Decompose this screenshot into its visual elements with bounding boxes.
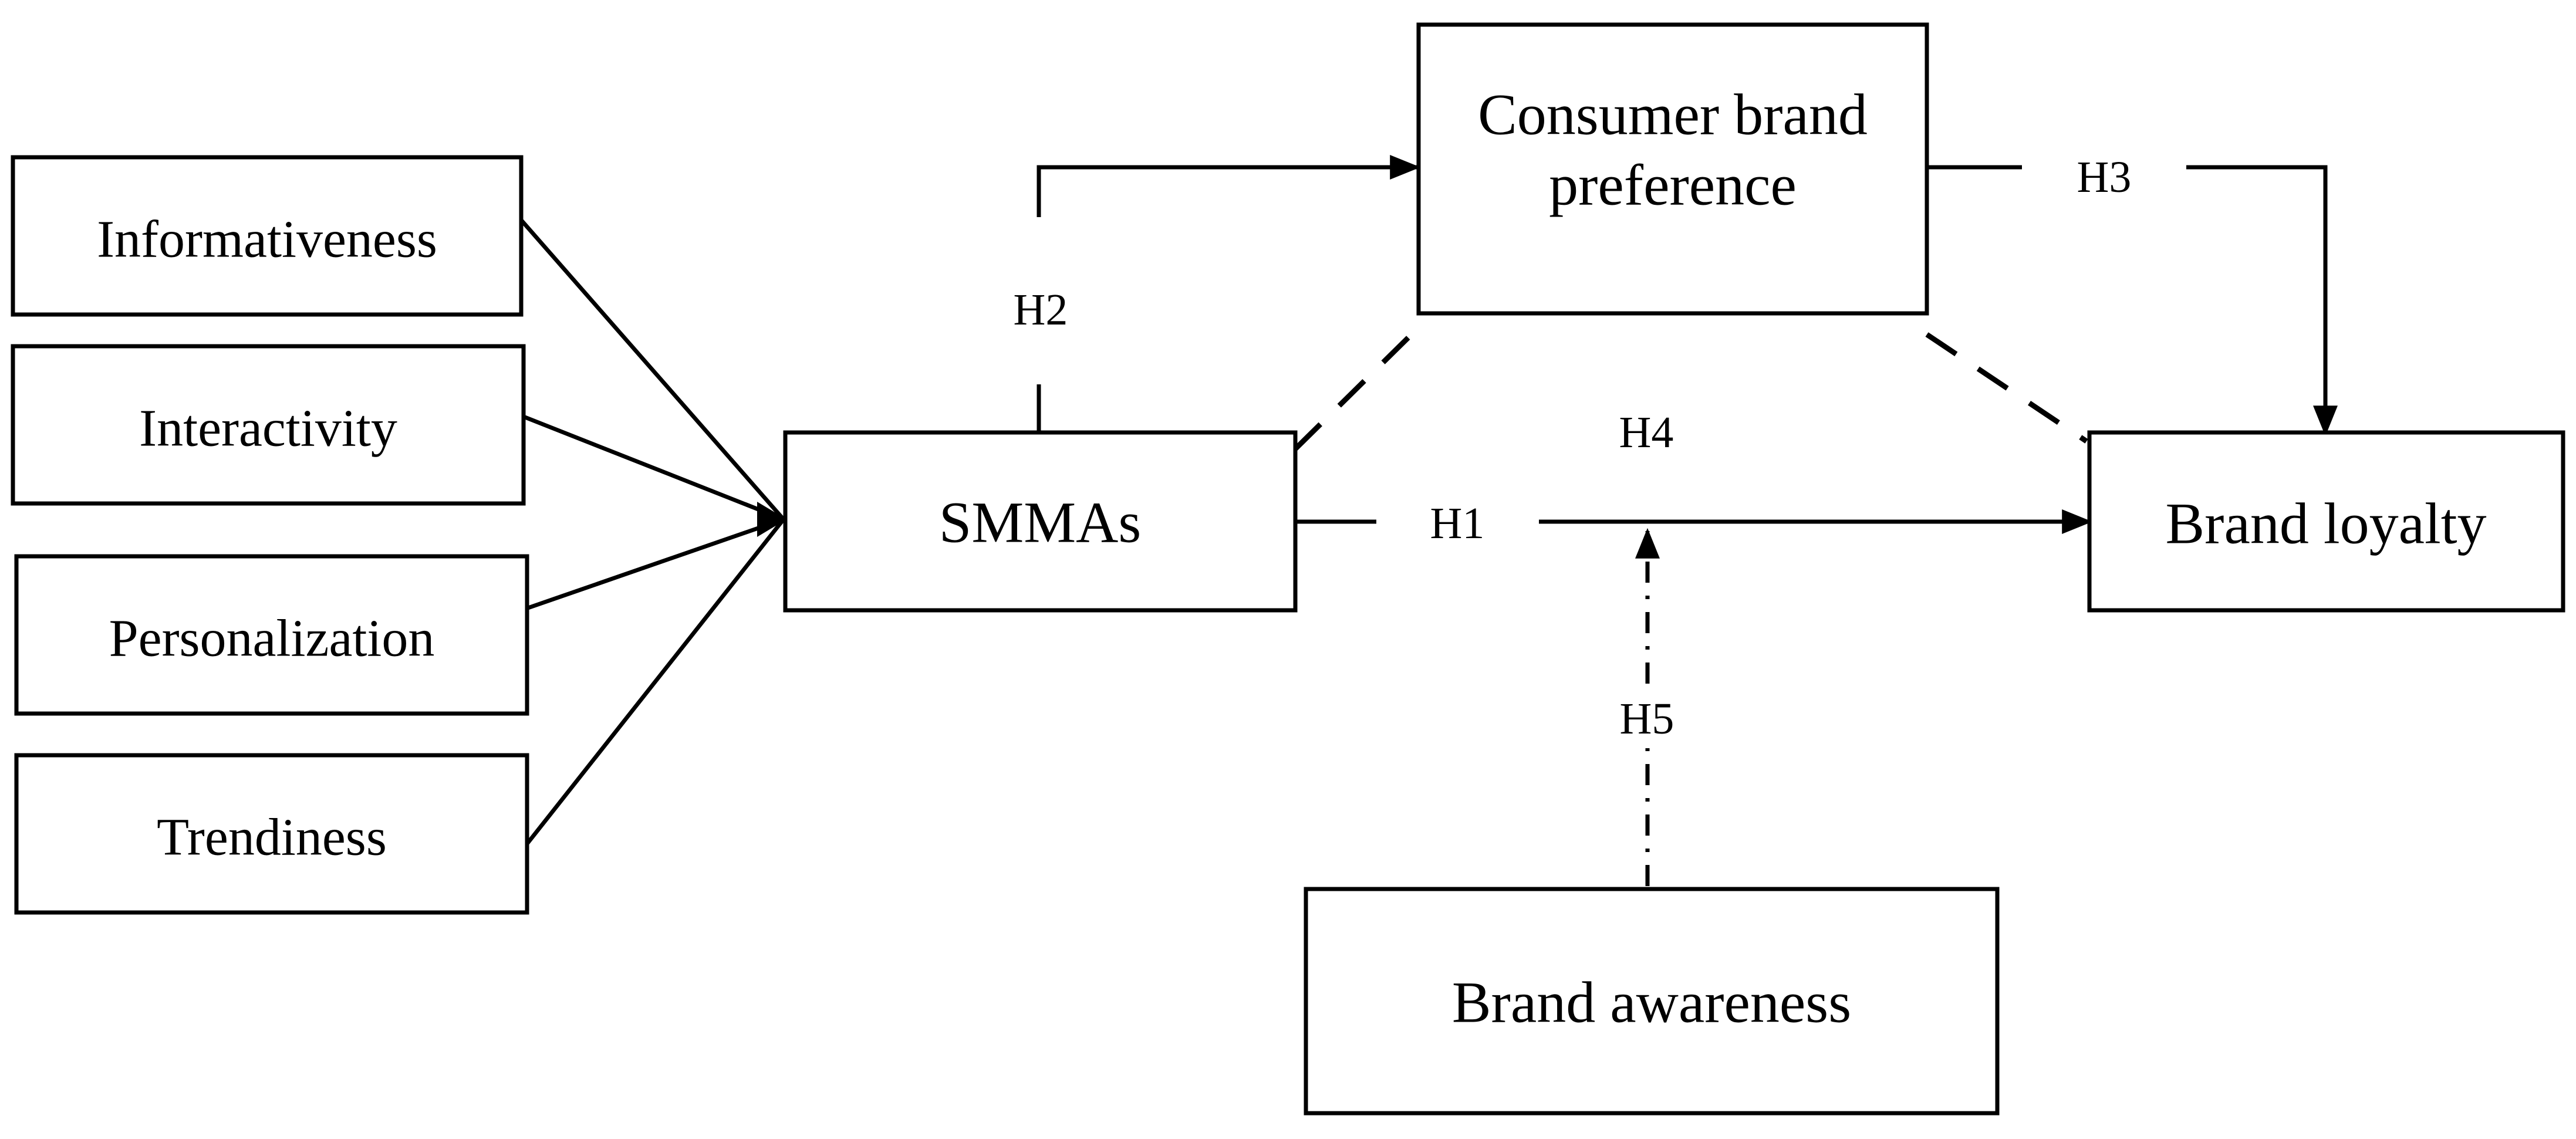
node-interactivity-label: Interactivity	[139, 400, 397, 458]
node-consumer-brand-preference-label-line1: Consumer brand	[1478, 82, 1868, 147]
hypothesis-label-h5: H5	[1620, 694, 1674, 743]
node-brand-loyalty: Brand loyalty	[2087, 430, 2565, 613]
node-trendiness-label: Trendiness	[157, 809, 387, 867]
hypothesis-label-h4: H4	[1619, 408, 1674, 457]
node-brand-loyalty-label: Brand loyalty	[2165, 491, 2486, 556]
edge-trendiness-to-smmas	[525, 518, 785, 846]
node-interactivity: Interactivity	[11, 344, 526, 506]
hypothesis-label-h1: H1	[1430, 499, 1485, 548]
node-brand-awareness: Brand awareness	[1304, 887, 2000, 1116]
node-brand-awareness-label: Brand awareness	[1452, 970, 1851, 1035]
node-smmas: SMMAs	[783, 430, 1298, 613]
node-trendiness: Trendiness	[14, 753, 529, 915]
node-smmas-label: SMMAs	[939, 490, 1142, 555]
hypothesis-label-h2: H2	[1014, 285, 1068, 334]
node-informativeness: Informativeness	[11, 155, 524, 317]
node-personalization-label: Personalization	[109, 610, 435, 668]
hypothesis-label-h3: H3	[2077, 153, 2132, 202]
convergence-arrowhead	[757, 502, 786, 537]
node-consumer-brand-preference: Consumer brand preference	[1416, 22, 1929, 316]
edge-personalization-to-smmas	[520, 517, 785, 613]
edge-interactivity-to-smmas	[522, 414, 785, 522]
edge-informativeness-to-smmas	[519, 218, 785, 521]
edge-h4-mediation-left	[1293, 326, 1420, 451]
node-informativeness-label: Informativeness	[97, 211, 437, 269]
node-personalization: Personalization	[14, 554, 529, 716]
edge-h4-mediation-right	[1925, 332, 2088, 444]
node-consumer-brand-preference-label-line2: preference	[1549, 153, 1797, 218]
edge-h2-upper	[1037, 155, 1421, 217]
edge-h3-right	[2186, 165, 2338, 437]
